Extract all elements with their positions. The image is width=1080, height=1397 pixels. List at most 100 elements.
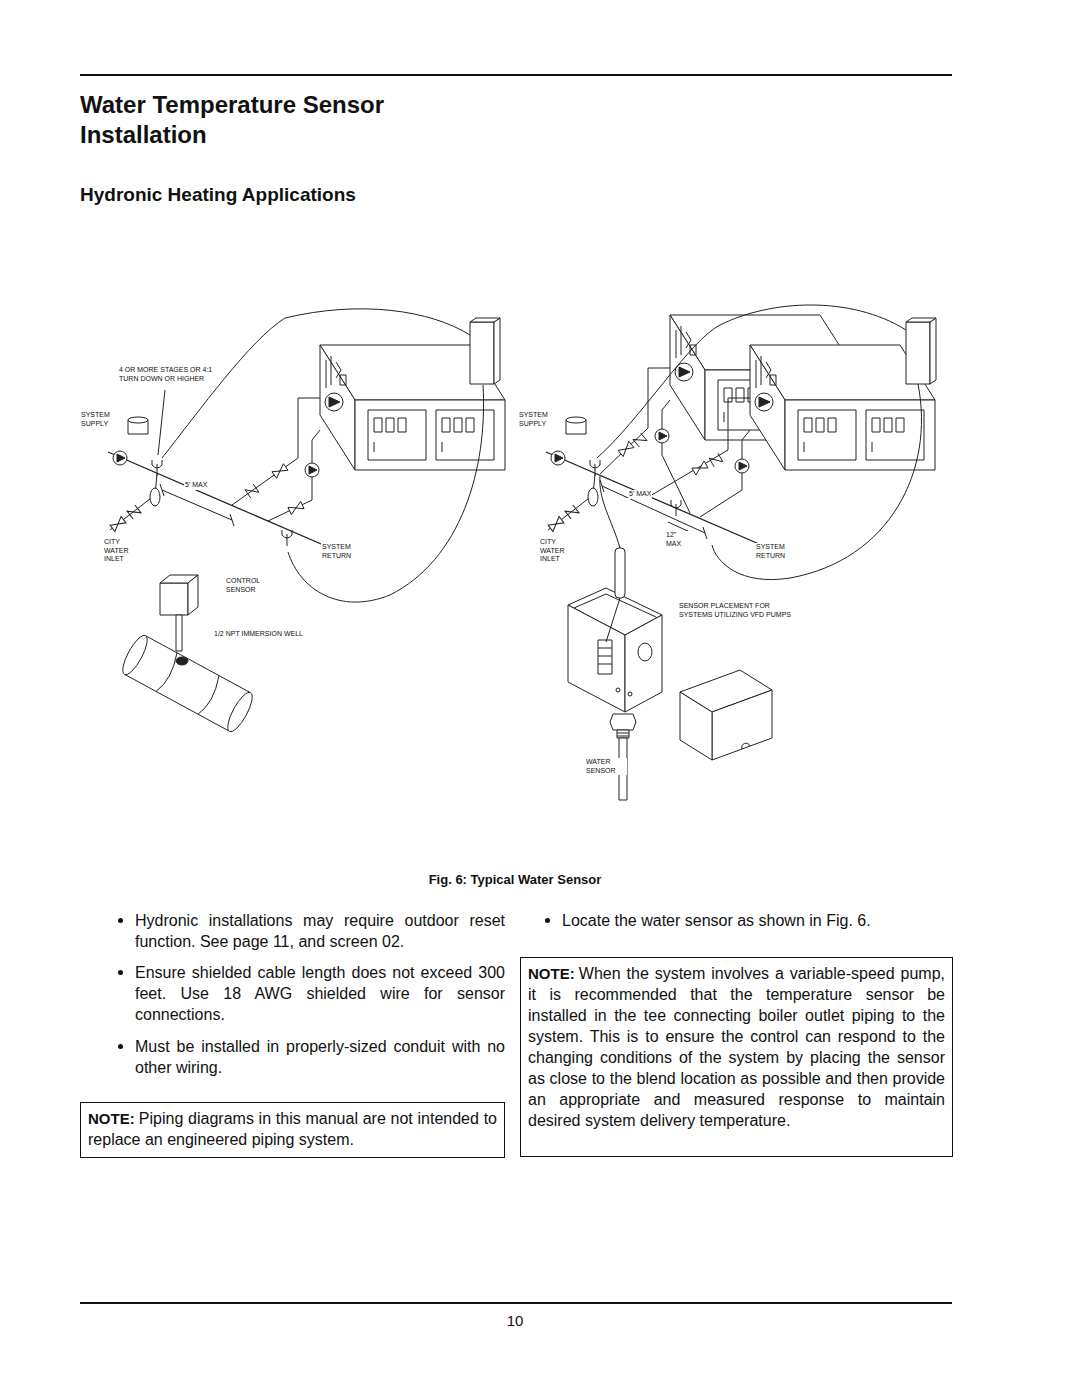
art-use (633, 433, 647, 447)
dimension-label: 5' MAX (184, 481, 208, 490)
art-use (551, 451, 565, 465)
art-use (590, 460, 600, 476)
art-use (282, 530, 292, 546)
art-use (305, 463, 319, 477)
note-box: NOTE:Piping diagrams in this manual are … (80, 1102, 505, 1158)
art-polygon (906, 318, 936, 322)
art-line (146, 636, 251, 693)
bullet-text: Locate the water sensor as shown in Fig.… (562, 910, 952, 931)
art-use (288, 501, 304, 514)
art-ellipse (118, 632, 151, 677)
pipe-label: CITY WATER INLET (103, 538, 139, 564)
art-path (110, 474, 157, 530)
art-rect (617, 730, 629, 738)
art-use (245, 484, 259, 498)
art-path (650, 398, 750, 496)
top-rule (80, 74, 952, 76)
figure-caption: Fig. 6: Typical Water Sensor (429, 872, 602, 887)
page-title: Water Temperature Sensor Installation (80, 90, 410, 150)
page-number: 10 (507, 1312, 524, 1329)
bullet-text: Hydronic installations may require outdo… (135, 910, 505, 952)
art-polygon (712, 690, 772, 760)
note-box: NOTE:When the system involves a variable… (520, 957, 953, 1157)
pipe-label: CITY WATER INLET (539, 538, 575, 564)
dimension-label: 12" MAX (665, 531, 693, 548)
single-boiler-piping (108, 309, 505, 602)
art-use (548, 517, 564, 532)
art-path (617, 733, 629, 736)
art-ellipse (223, 689, 256, 734)
art-ellipse (176, 657, 188, 665)
art-line (125, 674, 230, 731)
art-ellipse (588, 488, 598, 506)
sensor-junction-box (568, 548, 772, 800)
section-heading: Hydronic Heating Applications (80, 184, 356, 206)
art-ellipse (566, 417, 586, 423)
art-polygon (568, 605, 625, 712)
pipe-label: SYSTEM SUPPLY (80, 411, 118, 428)
art-path (600, 368, 670, 474)
bullet-text: Ensure shielded cable length does not ex… (135, 962, 505, 1025)
bullet-dot (118, 970, 123, 975)
art-polygon (930, 318, 936, 384)
art-line (158, 390, 165, 455)
art-rect (906, 322, 930, 384)
art-use (671, 500, 681, 516)
art-path (162, 309, 470, 458)
art-path (288, 385, 484, 602)
art-path (160, 484, 234, 526)
art-path (268, 430, 320, 521)
art-ellipse (150, 488, 160, 506)
art-path (700, 430, 750, 517)
art-path (600, 476, 620, 548)
pipe-label: SYSTEM RETURN (755, 543, 797, 560)
part-label: CONTROL SENSOR (225, 577, 272, 594)
art-use (110, 517, 126, 532)
bullet-dot (545, 918, 550, 923)
bullet-dot (118, 1044, 123, 1049)
part-label: WATER SENSOR (585, 758, 627, 775)
art-use (655, 429, 669, 443)
art-use (709, 453, 723, 467)
art-use (152, 460, 162, 476)
art-path (712, 384, 922, 580)
art-ellipse (638, 643, 652, 661)
art-use (272, 464, 288, 479)
note-heading: NOTE: (528, 965, 575, 982)
art-rect (470, 322, 494, 384)
art-path (232, 398, 320, 505)
art-path (198, 676, 219, 715)
bottom-rule (80, 1302, 952, 1304)
art-path (548, 474, 595, 530)
art-path (156, 653, 177, 692)
art-polygon (625, 615, 662, 712)
bullet-text: Must be installed in properly-sized cond… (135, 1036, 505, 1078)
art-path (742, 743, 750, 749)
note-heading: NOTE: (88, 1110, 135, 1127)
art-use (692, 461, 708, 475)
art-use (735, 459, 749, 473)
art-polygon (188, 575, 198, 615)
dual-boiler-piping (546, 305, 936, 580)
art-rect (160, 583, 188, 615)
art-rect (598, 640, 612, 674)
bullet-dot (118, 918, 123, 923)
art-line (108, 452, 335, 550)
art-path (662, 400, 690, 513)
art-use (113, 451, 127, 465)
art-path (606, 598, 620, 642)
art-polygon (680, 692, 712, 760)
pipe-label: SYSTEM RETURN (321, 543, 363, 560)
note-body: When the system involves a variable-spee… (528, 965, 945, 1129)
note-body: Piping diagrams in this manual are not i… (88, 1110, 497, 1148)
art-polygon (610, 714, 636, 730)
immersion-well (118, 575, 256, 735)
art-line (546, 452, 773, 550)
art-use (618, 441, 634, 456)
part-label: 1/2 NPT IMMERSION WELL (213, 630, 304, 639)
art-rect (176, 615, 182, 651)
dimension-label: 5' MAX (628, 490, 652, 499)
